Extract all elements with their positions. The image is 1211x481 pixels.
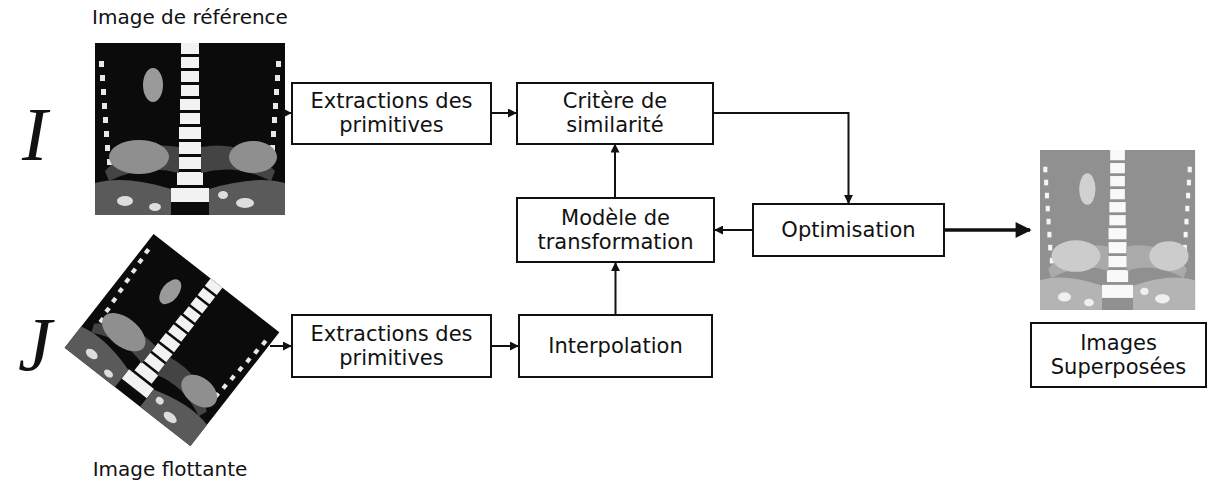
box-label: Optimisation <box>781 218 915 242</box>
result-image: Images Superposées <box>1030 150 1207 388</box>
image-symbol: J <box>18 306 52 382</box>
flow-arrow <box>492 345 518 347</box>
flow-arrow <box>714 113 849 203</box>
flow-arrow <box>492 112 516 114</box>
process-box: Modèle de transformation <box>516 197 715 263</box>
image-caption: Image de référence <box>92 5 288 29</box>
flow-arrow <box>945 228 1030 232</box>
flow-arrow <box>270 345 291 347</box>
process-box: Critère de similarité <box>516 82 714 145</box>
caption-box: Images Superposées <box>1030 322 1207 388</box>
box-label: Interpolation <box>548 334 682 358</box>
box-label: Extractions des primitives <box>301 89 482 137</box>
image-caption: Image flottante <box>93 457 248 481</box>
box-label: Modèle de transformation <box>526 206 705 254</box>
process-box: Extractions des primitives <box>291 314 492 378</box>
flow-arrow <box>715 229 752 231</box>
process-box: Interpolation <box>518 314 713 378</box>
box-label: Extractions des primitives <box>301 322 482 370</box>
image-symbol: I <box>22 96 47 172</box>
flow-arrow <box>614 145 616 198</box>
box-label: Critère de similarité <box>526 89 704 137</box>
input-image: Image de référence <box>95 5 285 215</box>
input-image: Image flottante <box>70 228 270 481</box>
process-box: Extractions des primitives <box>291 82 492 145</box>
flow-arrow <box>615 263 617 314</box>
result-label: Images Superposées <box>1040 331 1197 379</box>
process-box: Optimisation <box>752 203 945 257</box>
